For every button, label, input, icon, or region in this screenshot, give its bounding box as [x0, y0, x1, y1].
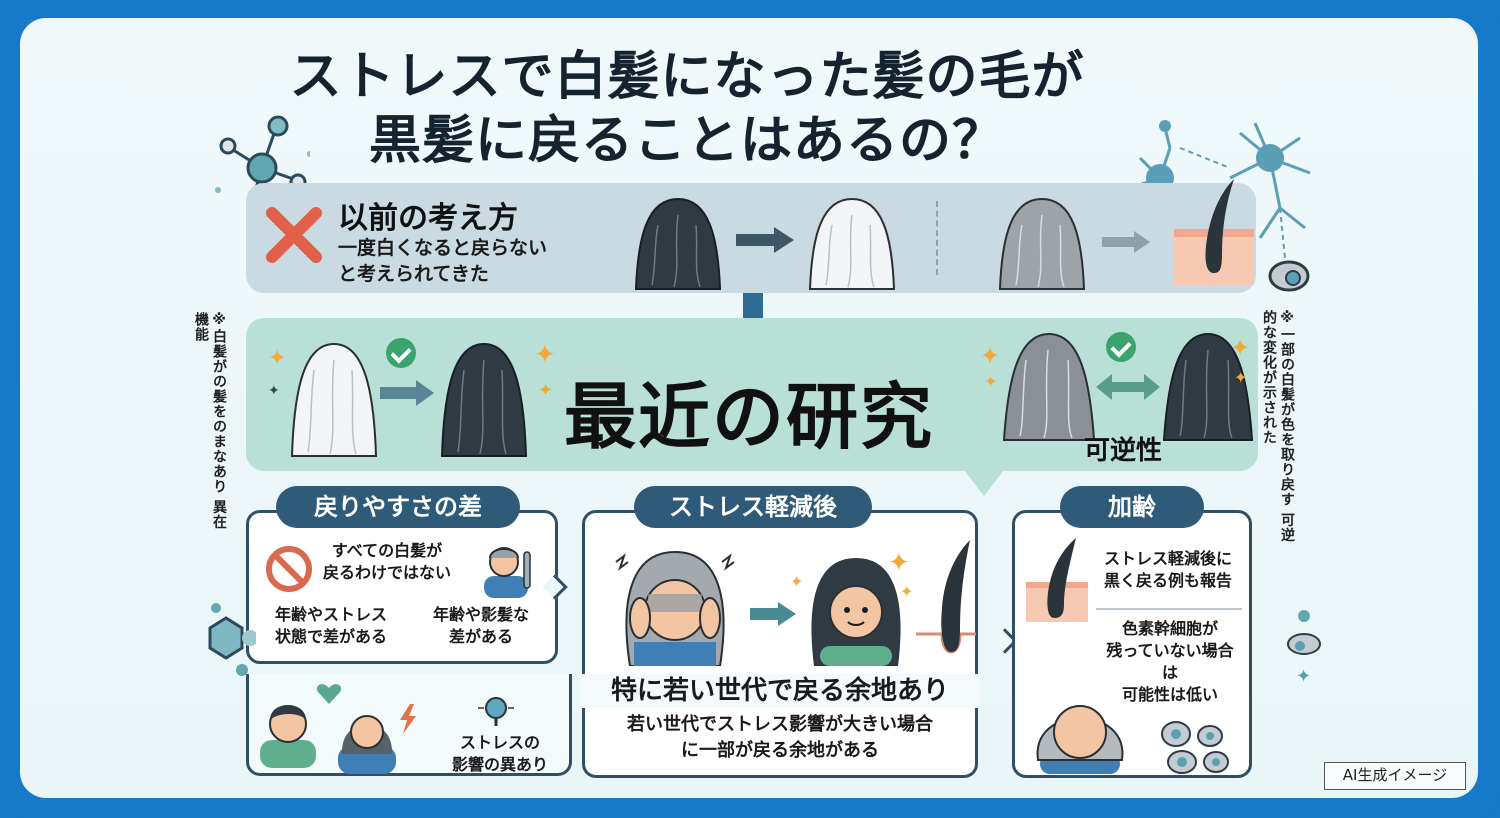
- ai-generated-badge: AI生成イメージ: [1324, 762, 1466, 790]
- black-hair-icon: [634, 197, 722, 290]
- difference-item3-line1: 年齢や影髪な: [432, 605, 529, 624]
- arrow-right-icon: [380, 380, 434, 406]
- after-stress-line1: 若い世代でストレス影響が大きい場合: [627, 714, 933, 735]
- old-view-panel: 以前の考え方 一度白くなると戻らない と考えられてきた: [246, 179, 1256, 293]
- sparkle-icon: ✦: [900, 582, 914, 601]
- difference-item3: 年齢や影髪な 差がある: [416, 604, 546, 648]
- aging-item1-line2: 黒く戻る例も報告: [1103, 571, 1232, 590]
- check-icon: [386, 338, 416, 368]
- old-view-heading: 以前の考え方: [338, 201, 518, 236]
- arrow-right-icon: [750, 602, 796, 626]
- reversibility-label: 可逆性: [1084, 436, 1163, 466]
- happy-woman-icon: [811, 558, 901, 666]
- old-view-line2: と考えられてきた: [338, 263, 489, 285]
- prohibited-icon: [266, 546, 312, 592]
- hair-follicle-icon: [1026, 538, 1088, 622]
- aging-item1-line1: ストレス軽減後に: [1103, 549, 1232, 568]
- white-hair-icon: [290, 342, 378, 457]
- lightbulb-icon: [478, 697, 514, 726]
- bidirectional-arrow-icon: [1096, 374, 1160, 400]
- new-research-heading: 最近の研究: [564, 375, 935, 459]
- old-view-description: 一度白くなると戻らない と考えられてきた: [338, 235, 547, 287]
- stress-influence-text: ストレスの 影響の異あり: [430, 732, 570, 776]
- black-hair-icon: [1162, 332, 1254, 441]
- new-research-panel: ✦ ✦ ✦ ✦ 最近の研究 ✦ ✦ ✦ ✦ 可逆性: [246, 318, 1258, 471]
- hair-strand-icon: [916, 540, 976, 654]
- sparkle-icon: ✦: [268, 383, 280, 399]
- sparkle-icon: ✦: [888, 548, 910, 578]
- after-stress-pill: ストレス軽減後: [634, 486, 872, 528]
- sparkle-icon: ✦: [534, 340, 556, 370]
- young-woman-icon: [338, 715, 396, 774]
- sparkle-icon: ✦: [1230, 334, 1251, 362]
- difference-item2-line1: 年齢やストレス: [274, 605, 387, 624]
- sparkle-icon: ✦: [980, 342, 1001, 370]
- aging-item2: 色素幹細胞が 残っていない場合は 可能性は低い: [1100, 618, 1240, 706]
- molecule-icon: [208, 603, 256, 676]
- stem-cells-icon: [1161, 721, 1229, 774]
- white-hair-icon: [808, 197, 896, 290]
- side-note-left-col1: ※白髪がの髪をのまなあり: [211, 312, 227, 494]
- cell-icon: [1268, 260, 1310, 292]
- sparkle-icon: ✦: [984, 372, 998, 391]
- aging-item2-line2: 残っていない場合は: [1106, 641, 1234, 682]
- side-note-left-col2: 異在機能: [193, 312, 227, 530]
- side-note-left: ※白髪がの髪をのまなあり 異在機能: [192, 312, 228, 532]
- elderly-woman-icon: [1036, 705, 1124, 774]
- side-note-right: ※一部の白髪が色を取り戻す 可逆的な変化が示された: [1260, 310, 1296, 550]
- arrow-right-icon: [1102, 231, 1150, 253]
- aging-pill: 加齢: [1060, 486, 1204, 528]
- aging-divider: [1096, 608, 1242, 610]
- cell-icon: ✦: [1287, 610, 1321, 687]
- after-stress-line2: に一部が戻る余地がある: [681, 740, 879, 761]
- stressed-woman-icon: [615, 550, 735, 666]
- svg-text:✦: ✦: [1296, 666, 1311, 687]
- gray-hair-icon: [998, 197, 1086, 290]
- arrow-right-icon: [736, 227, 794, 253]
- sparkle-icon: ✦: [538, 380, 554, 401]
- lightning-icon: [400, 704, 416, 734]
- gray-hair-icon: [1002, 332, 1096, 441]
- side-note-right-col1: ※一部の白髪が色を取り戻す: [1279, 310, 1295, 507]
- black-hair-icon: [440, 342, 528, 457]
- difference-item2: 年齢やストレス 状態で差がある: [256, 604, 406, 648]
- after-stress-description: 若い世代でストレス影響が大きい場合 に一部が戻る余地がある: [582, 712, 978, 764]
- hair-follicle-icon: [1174, 179, 1254, 285]
- sparkle-icon: ✦: [1234, 368, 1248, 387]
- after-stress-headline: 特に若い世代で戻る余地あり: [580, 674, 980, 708]
- page-title-line2: 黒髪に戻ることはあるの？: [368, 111, 1005, 171]
- infographic-canvas: ストレスで白髪になった髪の毛が 黒髪に戻ることはあるの？: [20, 18, 1478, 798]
- check-icon: [1106, 332, 1136, 362]
- older-man-icon: [484, 547, 531, 598]
- old-view-line1: 一度白くなると戻らない: [338, 237, 548, 259]
- sparkle-icon: ✦: [268, 346, 287, 371]
- young-man-icon: [260, 705, 316, 768]
- difference-item3-line2: 差がある: [448, 627, 513, 646]
- stress-influence-line1: ストレスの: [459, 733, 540, 752]
- stress-influence-line2: 影響の異あり: [451, 755, 548, 774]
- page-title-line1: ストレスで白髪になった髪の毛が: [289, 47, 1085, 107]
- cross-icon: [266, 207, 322, 263]
- divider: [936, 201, 938, 275]
- aging-item1: ストレス軽減後に 黒く戻る例も報告: [1088, 548, 1248, 592]
- difference-pill: 戻りやすさの差: [276, 486, 520, 528]
- side-note-right-col2: 可逆的な変化が示された: [1261, 310, 1295, 543]
- callout-pointer: [964, 470, 1004, 496]
- difference-item1: すべての白髪が 戻るわけではない: [312, 540, 462, 584]
- difference-item2-line2: 状態で差がある: [274, 627, 387, 646]
- difference-item1-line1: すべての白髪が: [331, 541, 443, 560]
- sparkle-icon: ✦: [790, 572, 804, 591]
- heart-icon: [316, 684, 342, 704]
- difference-item1-line2: 戻るわけではない: [322, 563, 451, 582]
- aging-item2-line1: 色素幹細胞が: [1121, 619, 1218, 638]
- aging-item2-line3: 可能性は低い: [1121, 685, 1218, 704]
